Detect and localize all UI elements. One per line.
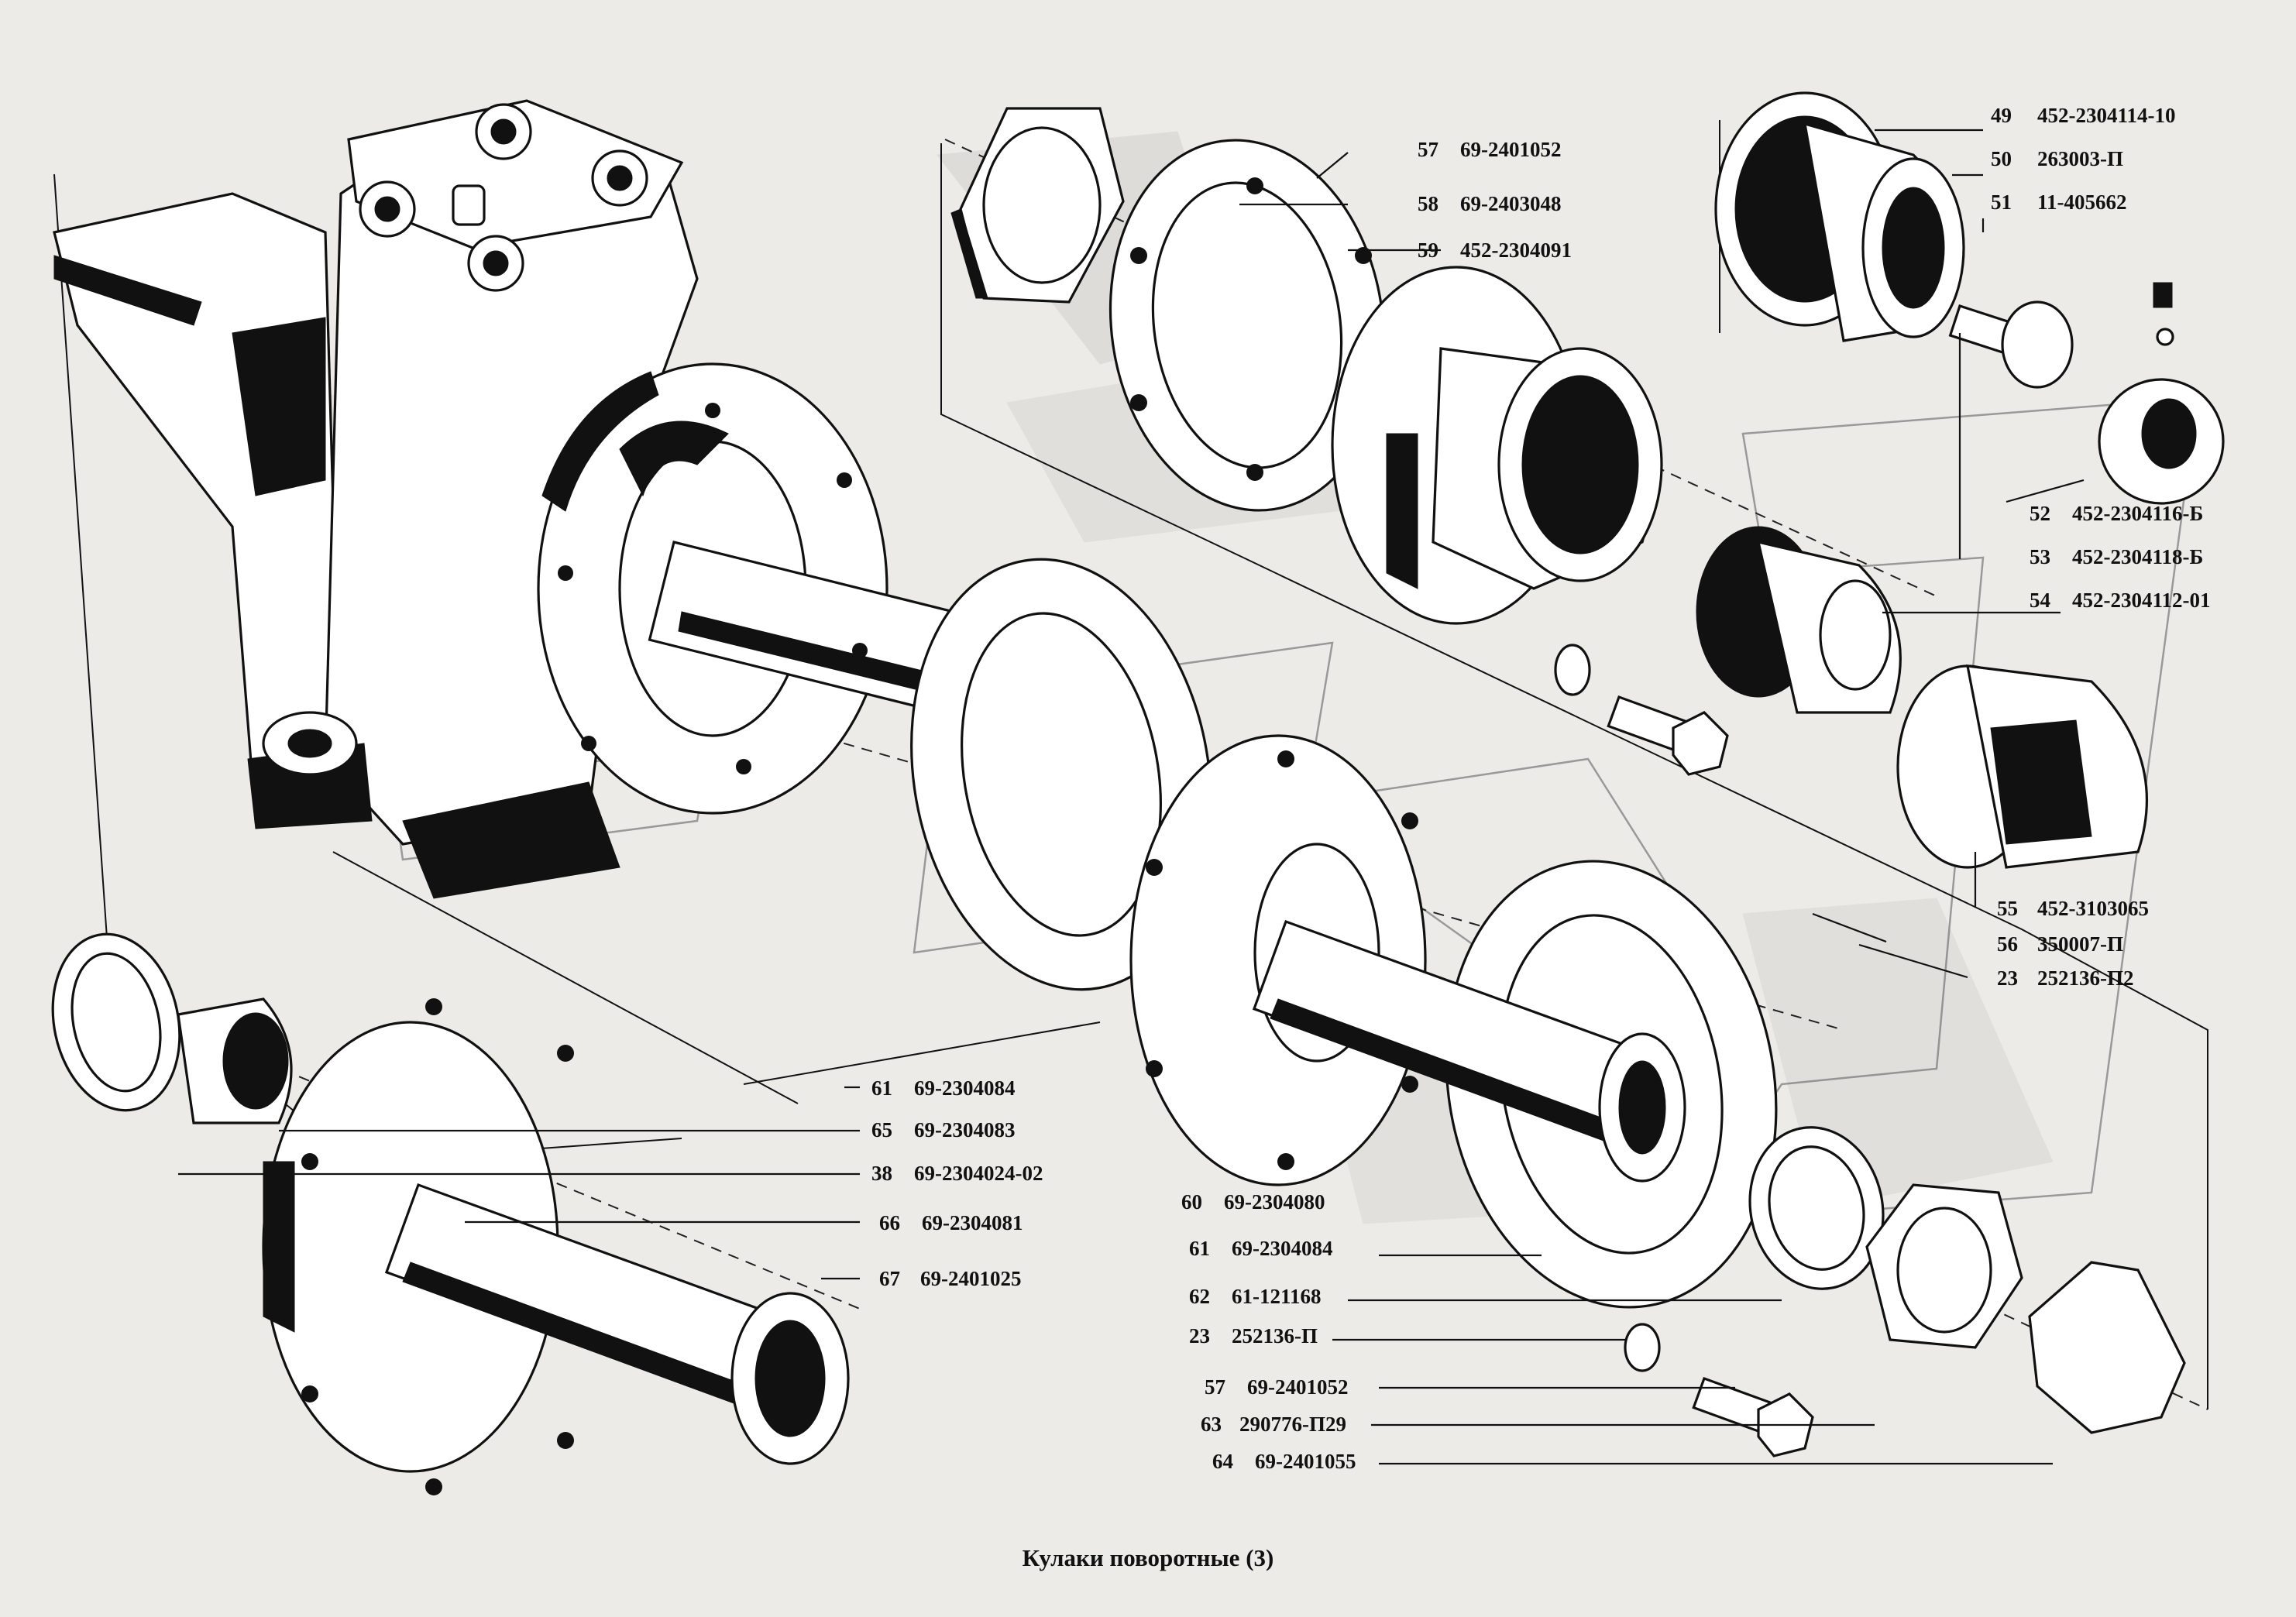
part-label-number: 50 bbox=[1991, 147, 2012, 170]
hub-cap bbox=[1896, 664, 2148, 869]
bolt-washer-set-upper bbox=[1948, 282, 2225, 505]
part-label-code: 290776-П29 bbox=[1239, 1413, 1346, 1436]
part-label-number: 62 bbox=[1189, 1285, 1210, 1308]
part-label-number: 59 bbox=[1418, 239, 1438, 262]
part-label-code: 263003-П bbox=[2037, 147, 2123, 170]
part-label-number: 57 bbox=[1205, 1375, 1225, 1399]
part-label-number: 67 bbox=[879, 1267, 900, 1290]
hub-assembly-lower bbox=[1129, 734, 1686, 1186]
part-label-number: 55 bbox=[1997, 897, 2018, 920]
part-label-number: 66 bbox=[879, 1211, 900, 1234]
nut-upper bbox=[950, 107, 1125, 304]
part-label-code: 252136-П2 bbox=[2037, 966, 2134, 990]
hub-flange-upper bbox=[1331, 266, 1663, 625]
part-label-number: 63 bbox=[1201, 1413, 1222, 1436]
part-label-number: 57 bbox=[1418, 138, 1438, 161]
part-label-number: 53 bbox=[2030, 545, 2050, 568]
bushing-and-seal-lower-left bbox=[51, 932, 293, 1124]
part-label-number: 51 bbox=[1991, 191, 2012, 214]
part-label-code: 69-2401052 bbox=[1460, 138, 1562, 161]
gasket-middle bbox=[910, 558, 1212, 991]
part-label-code: 69-2304084 bbox=[914, 1076, 1016, 1100]
part-label-number: 38 bbox=[871, 1162, 892, 1185]
housing-bolt-heads bbox=[359, 103, 648, 292]
part-label-number: 61 bbox=[1189, 1237, 1210, 1260]
label-leader-lines bbox=[178, 129, 2085, 1465]
part-label-number: 61 bbox=[871, 1076, 892, 1100]
part-label-code: 69-2401055 bbox=[1255, 1450, 1356, 1473]
part-label-number: 52 bbox=[2030, 502, 2050, 525]
part-label-code: 69-2403048 bbox=[1460, 192, 1562, 215]
part-label-code: 69-2304083 bbox=[914, 1118, 1016, 1142]
small-fasteners-middle bbox=[1554, 644, 1729, 776]
part-label-number: 56 bbox=[1997, 932, 2018, 956]
diagram-title: Кулаки поворотные (3) bbox=[1023, 1544, 1274, 1571]
part-label-number: 65 bbox=[871, 1118, 892, 1142]
part-label-code: 69-2304081 bbox=[922, 1211, 1023, 1234]
part-label-code: 61-121168 bbox=[1232, 1285, 1322, 1308]
part-label-code: 452-3103065 bbox=[2037, 897, 2149, 920]
part-label-code: 350007-П bbox=[2037, 932, 2123, 956]
part-label-code: 69-2304084 bbox=[1232, 1237, 1333, 1260]
lock-hardware-lower bbox=[1624, 1126, 2186, 1457]
part-label-code: 452-2304091 bbox=[1460, 239, 1572, 262]
part-label-number: 23 bbox=[1997, 966, 2018, 990]
steering-knuckle-housing bbox=[53, 99, 699, 899]
gasket-upper bbox=[1108, 139, 1386, 512]
part-label-code: 69-2304024-02 bbox=[914, 1162, 1043, 1185]
part-label-code: 69-2401025 bbox=[920, 1267, 1022, 1290]
part-label-number: 64 bbox=[1212, 1450, 1233, 1473]
part-label-number: 23 bbox=[1189, 1324, 1210, 1348]
part-label-number: 58 bbox=[1418, 192, 1438, 215]
gear-clutch-lower bbox=[1696, 526, 1902, 714]
axle-spindle-lower-left bbox=[262, 998, 850, 1495]
hub-bolt-holes bbox=[1146, 750, 1418, 1170]
part-label-code: 452-2304112-01 bbox=[2072, 589, 2211, 612]
part-label-code: 69-2304080 bbox=[1224, 1190, 1325, 1214]
gear-clutch-upper bbox=[1714, 91, 1965, 342]
flange-bolt-holes bbox=[558, 403, 868, 774]
part-label-code: 452-2304118-Б bbox=[2072, 545, 2203, 568]
part-label-code: 452-2304116-Б bbox=[2072, 502, 2203, 525]
part-label-number: 60 bbox=[1181, 1190, 1202, 1214]
part-label-code: 69-2401052 bbox=[1247, 1375, 1349, 1399]
part-label-number: 54 bbox=[2030, 589, 2050, 612]
flange-with-shaft bbox=[537, 362, 1127, 861]
part-label-code: 252136-П bbox=[1232, 1324, 1318, 1348]
part-labels: 49 452-2304114-10 50 263003-П 51 11-4056… bbox=[871, 104, 2211, 1473]
part-label-code: 11-405662 bbox=[2037, 191, 2127, 214]
part-label-code: 452-2304114-10 bbox=[2037, 104, 2176, 127]
part-label-number: 49 bbox=[1991, 104, 2012, 127]
